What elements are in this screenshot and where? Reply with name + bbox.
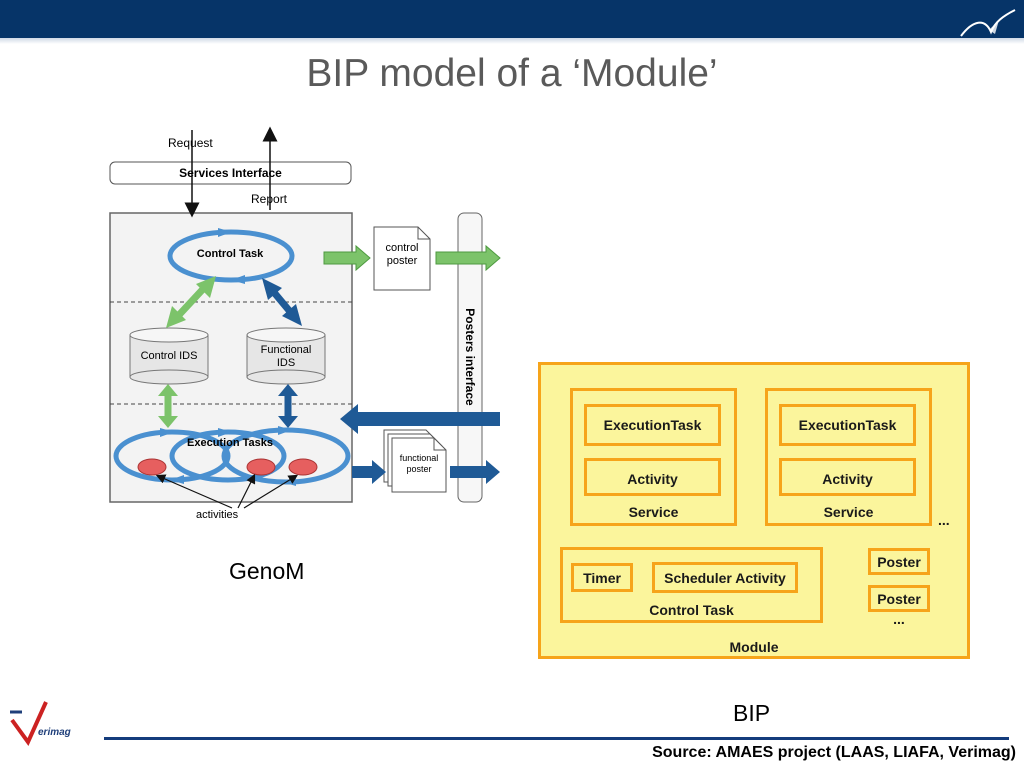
activity-box-1	[584, 458, 721, 496]
execution-task-label-2: ExecutionTask	[798, 417, 897, 433]
control-poster-in-arrow	[323, 244, 371, 272]
functional-ids-link-arrow	[262, 278, 302, 326]
timer-label: Timer	[583, 570, 621, 586]
header-bar	[0, 0, 1024, 38]
control-poster-label: control poster	[374, 242, 430, 268]
request-label: Request	[168, 136, 213, 150]
activity-box-2	[779, 458, 916, 496]
posters-ellipsis: ...	[893, 611, 905, 627]
service-label-1: Service	[628, 504, 679, 520]
source-note: Source: AMAES project (LAAS, LIAFA, Veri…	[652, 744, 1016, 761]
control-task-label: Control Task	[196, 248, 264, 260]
execution-tasks-label: Execution Tasks	[187, 437, 273, 449]
activity-label-1: Activity	[627, 471, 678, 487]
posters-interface-label: Posters interface	[463, 308, 477, 406]
functional-ids-label-line1: Functional	[260, 344, 312, 356]
header-fade	[0, 38, 1024, 44]
services-interface-box	[109, 161, 352, 185]
control-task-bip-label: Control Task	[649, 602, 734, 618]
functional-exec-link-arrow	[278, 384, 298, 428]
verimag-logo: erimag	[6, 698, 96, 748]
slide-title: BIP model of a ‘Module’	[306, 52, 718, 95]
timer-box	[571, 563, 633, 592]
footer-divider	[104, 737, 1009, 740]
execution-task-label-1: ExecutionTask	[603, 417, 702, 433]
activity-label-2: Activity	[822, 471, 873, 487]
functional-poster-doc	[383, 429, 447, 493]
header-logo-icon	[960, 9, 1016, 37]
execution-task-box-1	[584, 404, 721, 446]
verimag-logo-icon	[10, 701, 48, 746]
genom-caption: GenoM	[229, 558, 305, 584]
control-poster-label-line2: poster	[386, 255, 418, 267]
execution-task-box-2	[779, 404, 916, 446]
functional-poster-label-line1: functional	[399, 453, 439, 463]
poster-label-1: Poster	[877, 554, 921, 570]
posters-input-arrow	[340, 404, 500, 434]
scheduler-activity-label: Scheduler Activity	[664, 570, 786, 586]
control-poster-label-line1: control	[385, 242, 419, 254]
functional-ids-label: Functional IDS	[247, 344, 325, 370]
functional-ids-cylinder	[246, 327, 326, 385]
functional-poster-in-arrow	[352, 460, 386, 484]
module-label: Module	[729, 639, 779, 655]
activity-marker	[246, 458, 276, 476]
control-poster-doc	[373, 226, 431, 291]
activity-marker	[137, 458, 167, 476]
poster-label-2: Poster	[877, 591, 921, 607]
functional-ids-label-line2: IDS	[276, 357, 296, 369]
activities-label: activities	[196, 509, 239, 521]
bip-caption: BIP	[733, 700, 771, 726]
functional-poster-label: functional poster	[392, 453, 446, 475]
control-ids-label: Control IDS	[140, 350, 198, 362]
functional-poster-label-line2: poster	[406, 464, 432, 474]
service-label-2: Service	[823, 504, 874, 520]
control-ids-cylinder	[129, 327, 209, 385]
control-exec-link-arrow	[158, 384, 178, 428]
scheduler-activity-box	[652, 562, 798, 593]
control-poster-out-arrow	[435, 244, 501, 272]
poster-box-2	[868, 585, 930, 612]
services-interface-label: Services Interface	[179, 166, 282, 180]
poster-box-1	[868, 548, 930, 575]
report-label: Report	[251, 192, 288, 206]
posters-interface-bar	[457, 212, 483, 503]
verimag-logo-text: erimag	[38, 727, 71, 738]
functional-poster-out-arrow	[450, 460, 500, 484]
services-ellipsis: ...	[938, 512, 950, 528]
genom-diagram	[109, 126, 501, 509]
activity-marker	[288, 458, 318, 476]
control-ids-link-arrow	[166, 276, 216, 328]
